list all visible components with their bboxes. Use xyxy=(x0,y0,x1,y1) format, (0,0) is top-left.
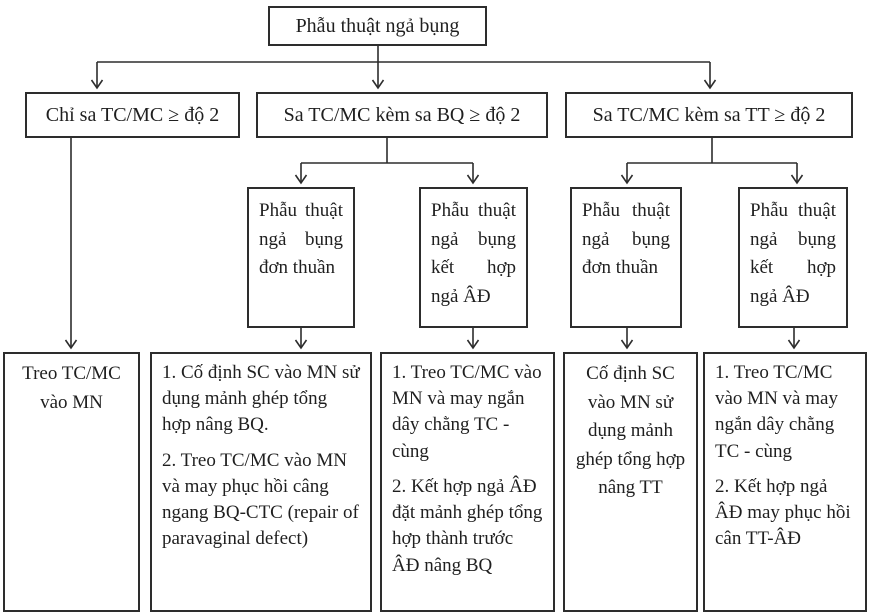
node-root-label: Phẫu thuật ngả bụng xyxy=(295,14,460,37)
outcome-text: Cố định SC vào MN sử dụng mảnh ghép tổng… xyxy=(575,363,686,498)
outcome-item: 2. Treo TC/MC vào MN và may phục hồi cân… xyxy=(162,449,359,550)
node-abdominal-simple-bq: Phẫu thuật ngả bụng đơn thuần xyxy=(247,187,355,328)
node-label: Phẫu thuật ngả bụng đơn thuần xyxy=(582,200,670,278)
node-branch-tcmc-with-tt-prolapse: Sa TC/MC kèm sa TT ≥ độ 2 xyxy=(565,92,853,138)
outcome-item: 2. Kết hợp ngả ÂĐ đặt mảnh ghép tổng hợp… xyxy=(392,475,543,576)
node-outcome-bq-simple: 1. Cố định SC vào MN sử dụng mảnh ghép t… xyxy=(150,352,372,612)
node-abdominal-combined-vaginal-tt: Phẫu thuật ngả bụng kết hợp ngả ÂĐ xyxy=(738,187,848,328)
node-outcome-bq-combined: 1. Treo TC/MC vào MN và may ngắn dây chằ… xyxy=(380,352,555,612)
node-branch-tcmc-with-bq-prolapse: Sa TC/MC kèm sa BQ ≥ độ 2 xyxy=(256,92,548,138)
node-outcome-tt-simple: Cố định SC vào MN sử dụng mảnh ghép tổng… xyxy=(563,352,698,612)
node-label: Phẫu thuật ngả bụng kết hợp ngả ÂĐ xyxy=(431,200,516,307)
node-outcome-tt-combined: 1. Treo TC/MC vào MN và may ngắn dây chằ… xyxy=(703,352,867,612)
outcome-item: 1. Treo TC/MC vào MN và may ngắn dây chằ… xyxy=(715,362,838,462)
node-root-abdominal-surgery: Phẫu thuật ngả bụng xyxy=(268,6,487,46)
outcome-item: 1. Cố định SC vào MN sử dụng mảnh ghép t… xyxy=(162,362,360,436)
node-outcome-treo-tcmc-mn: Treo TC/MC vào MN xyxy=(3,352,140,612)
outcome-item: 1. Treo TC/MC vào MN và may ngắn dây chằ… xyxy=(392,362,542,462)
node-abdominal-combined-vaginal-bq: Phẫu thuật ngả bụng kết hợp ngả ÂĐ xyxy=(419,187,528,328)
node-branch-label: Chỉ sa TC/MC ≥ độ 2 xyxy=(45,103,220,126)
outcome-item: 2. Kết hợp ngả ÂĐ may phục hồi cân TT-ÂĐ xyxy=(715,475,851,550)
node-abdominal-simple-tt: Phẫu thuật ngả bụng đơn thuần xyxy=(570,187,682,328)
node-branch-only-tcmc-prolapse: Chỉ sa TC/MC ≥ độ 2 xyxy=(25,92,240,138)
node-label: Phẫu thuật ngả bụng kết hợp ngả ÂĐ xyxy=(750,200,836,307)
node-branch-label: Sa TC/MC kèm sa BQ ≥ độ 2 xyxy=(283,103,521,126)
node-branch-label: Sa TC/MC kèm sa TT ≥ độ 2 xyxy=(592,103,826,126)
outcome-text: Treo TC/MC vào MN xyxy=(22,363,121,413)
node-label: Phẫu thuật ngả bụng đơn thuần xyxy=(259,200,343,278)
